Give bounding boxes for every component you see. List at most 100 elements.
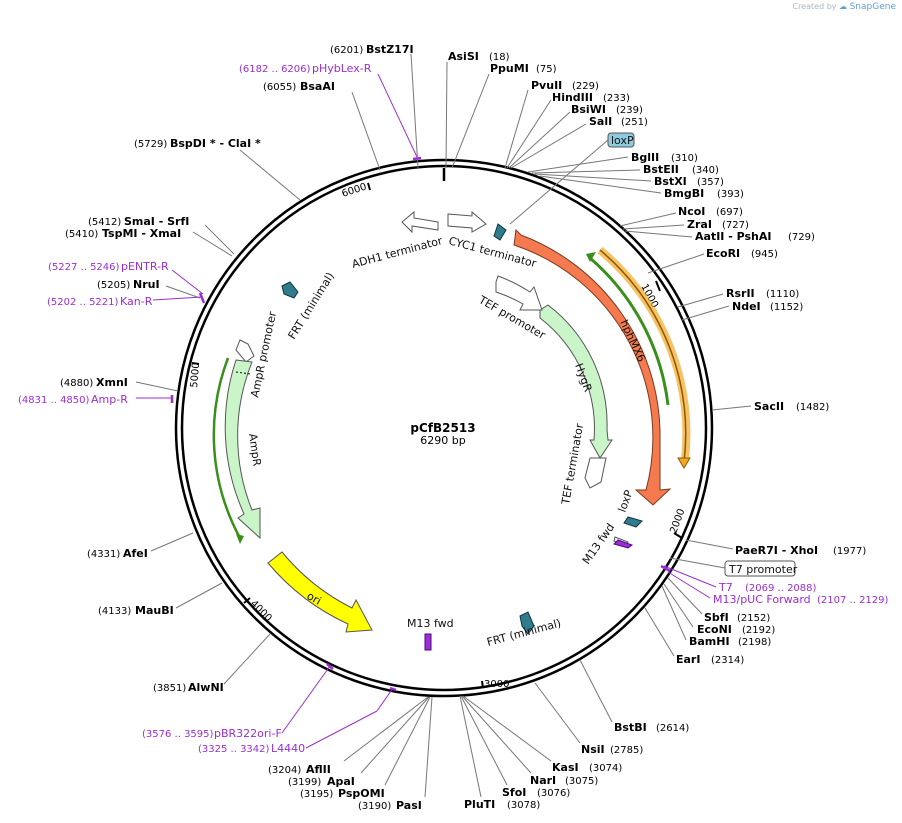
hphmx6-arrow (513, 228, 672, 506)
site-bamhi-pos: (2198) (738, 637, 771, 648)
site-zrai-pos: (727) (722, 220, 749, 231)
tef-terminator-arrow (584, 457, 607, 489)
t7-promoter-label: T7 promoter (728, 563, 798, 576)
site-bstbi: BstBI (614, 721, 647, 734)
primer-phyblex-r: pHybLex-R (312, 62, 372, 75)
site-afei: AfeI (123, 547, 148, 560)
m13-fwd-bottom-marker (424, 633, 432, 651)
green-track-arrowhead (586, 252, 596, 262)
adh1-terminator-label: ADH1 terminator (350, 234, 444, 271)
site-kasi-pos: (3074) (589, 763, 622, 774)
m13-fwd-right-label: M13 fwd (580, 521, 617, 567)
site-pspomi: PspOMI (338, 787, 385, 800)
site-aatii-pshai-pos: (729) (788, 232, 815, 243)
site-apai: ApaI (327, 775, 355, 788)
hygr-arrow (539, 304, 613, 459)
site-eari: EarI (676, 653, 700, 666)
site-nsii-pos: (2785) (610, 745, 643, 756)
primer-amp-r-pos: (4831 .. 4850) (18, 395, 90, 406)
ori-arrow (267, 551, 373, 633)
tick-label-4000: 4000 (248, 598, 274, 624)
loxp-top-leader (509, 139, 609, 225)
site-ecori: EcoRI (706, 247, 740, 260)
t7-promoter-box (724, 560, 796, 577)
site-xmni: XmnI (96, 376, 128, 389)
tick-marks (191, 182, 683, 689)
site-bspdi-clai: BspDI * - ClaI * (170, 137, 261, 150)
ampr-promoter-arrow (235, 339, 255, 363)
site-asisi-pos: (18) (489, 52, 510, 63)
site-bsaai: BsaAI (300, 80, 335, 93)
loxp-top-label: loxP (611, 134, 634, 147)
ampr-green-track (212, 357, 242, 539)
site-zrai: ZraI (687, 218, 712, 231)
site-sacii-pos: (1482) (796, 402, 829, 413)
frt-left-marker (281, 281, 299, 299)
site-bstbi-pos: (2614) (656, 723, 689, 734)
tef-promoter-arrow (495, 275, 543, 311)
site-alwni: AlwNI (188, 681, 224, 694)
primer-amp-r: Amp-R (91, 393, 128, 406)
primer-m13-puc-forward: M13/pUC Forward (713, 593, 811, 606)
tick-5000 (191, 362, 200, 365)
restriction-sites: AsiSI (18) PpuMI (75) PvuII (229) HindII… (60, 43, 866, 812)
site-ppumi-pos: (75) (536, 64, 557, 75)
site-pasi: PasI (396, 799, 422, 812)
m13-fwd-right-primer (613, 539, 634, 549)
ampr-arrow (224, 359, 261, 540)
site-bmgbi: BmgBI (664, 187, 704, 200)
t7-promoter-leader (669, 557, 726, 569)
tick-label-3000: 3000 (484, 679, 509, 690)
primer-pentr-r-pos: (5227 .. 5246) (48, 262, 120, 273)
adh1-terminator-arrow (401, 210, 439, 234)
site-ecori-pos: (945) (751, 249, 778, 260)
primer-t7: T7 (718, 581, 733, 594)
orange-track-line (599, 249, 687, 463)
site-sacii: SacII (754, 400, 784, 413)
orange-track-arrowhead (677, 457, 691, 469)
site-nsii: NsiI (581, 743, 605, 756)
cyc1-terminator-arrow (447, 210, 487, 233)
plasmid-name: pCfB2513 (410, 421, 475, 435)
site-alwni-pos: (3851) (153, 683, 186, 694)
site-pasi-pos: (3190) (358, 801, 391, 812)
site-bstz17i-pos: (6201) (330, 45, 363, 56)
primer-pbr322ori-f-pos: (3576 .. 3595) (142, 729, 214, 740)
site-paer7i-xhoi-pos: (1977) (833, 546, 866, 557)
site-apai-pos: (3199) (288, 777, 321, 788)
site-maubi: MauBI (135, 604, 174, 617)
snapgene-credit: Created by ☁ SnapGene (792, 2, 896, 12)
primer-pbr322ori-f: pBR322ori-F (214, 727, 282, 740)
primer-l4440-pos: (3325 .. 3342) (198, 744, 270, 755)
site-bstz17i: BstZ17I (366, 43, 414, 56)
site-pvuii: PvuII (531, 79, 562, 92)
frt-left-label: FRT (minimal) (286, 270, 337, 342)
tick-3000 (481, 680, 484, 689)
site-nrui-pos: (5205) (97, 280, 130, 291)
site-pluti-pos: (3078) (507, 800, 540, 811)
primer-kan-r: Kan-R (120, 295, 153, 308)
ori-label: ori (305, 589, 324, 607)
ampr-label: AmpR (246, 433, 263, 468)
site-xmni-pos: (4880) (60, 378, 93, 389)
credit-brand: SnapGene (849, 2, 896, 12)
snapgene-logo-icon: ☁ (839, 2, 848, 11)
green-track (589, 256, 670, 406)
site-bsiwi: BsiWI (571, 103, 606, 116)
plasmid-length: 6290 bp (420, 434, 465, 447)
credit-prefix: Created by (792, 2, 837, 11)
site-kasi: KasI (552, 761, 579, 774)
site-tspmi-xmai-pos: (5410) (65, 229, 98, 240)
primer-l4440: L4440 (271, 742, 305, 755)
backbone-inner-ring (180, 164, 708, 692)
site-hindiii: HindIII (552, 91, 593, 104)
m13-fwd-bottom-label: M13 fwd (407, 617, 454, 630)
site-ncoi: NcoI (678, 205, 705, 218)
site-maubi-pos: (4133) (98, 606, 131, 617)
site-ndei: NdeI (732, 300, 761, 313)
site-rsrii-pos: (1110) (766, 289, 799, 300)
site-bmgbi-pos: (393) (717, 189, 744, 200)
site-sbfi: SbfI (704, 611, 729, 624)
site-bglii-pos: (310) (671, 153, 698, 164)
